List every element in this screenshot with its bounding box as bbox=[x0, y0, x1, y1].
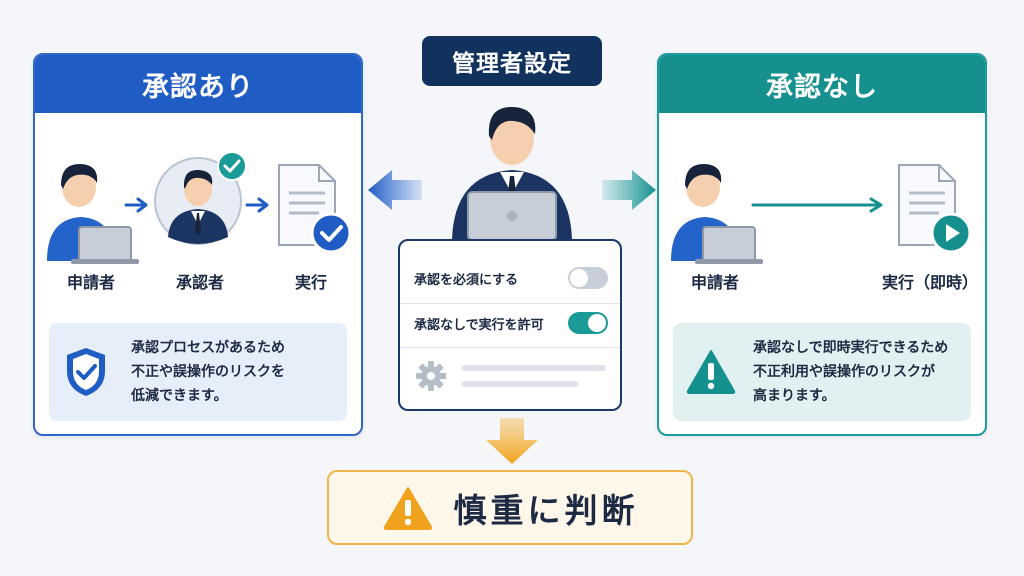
setting-allow-without-approval: 承認なしで実行を許可 bbox=[414, 308, 608, 338]
applicant-icon bbox=[671, 163, 763, 264]
shield-check-icon bbox=[67, 348, 105, 396]
decision-text: 慎重に判断 bbox=[453, 490, 639, 530]
arrow-right-icon bbox=[602, 170, 656, 210]
no-approval-panel: 承認なし 申請者 実行（即時） 承認なしで即時実行できるため 不正利用や誤操作の… bbox=[657, 53, 987, 436]
setting-label: 承認を必須にする bbox=[414, 272, 519, 288]
settings-panel: 承認を必須にする 承認なしで実行を許可 bbox=[398, 239, 622, 411]
arrow-right-icon bbox=[245, 197, 269, 213]
note-line: 承認なしで即時実行できるため bbox=[753, 340, 949, 356]
no-approval-risk-note: 承認なしで即時実行できるため 不正利用や誤操作のリスクが 高まります。 bbox=[673, 323, 971, 421]
warning-icon bbox=[383, 486, 432, 530]
approval-benefit-note: 承認プロセスがあるため 不正や誤操作のリスクを 低減できます。 bbox=[49, 323, 347, 421]
approval-panel-title: 承認あり bbox=[35, 55, 361, 113]
approver-icon bbox=[154, 151, 247, 245]
note-line: 低減できます。 bbox=[131, 388, 228, 404]
step-approver-label: 承認者 bbox=[175, 273, 224, 292]
note-line: 承認プロセスがあるため bbox=[131, 340, 285, 356]
note-line: 不正利用や誤操作のリスクが bbox=[753, 364, 935, 380]
arrow-left-icon bbox=[368, 170, 422, 210]
approval-panel: 承認あり 申請者 承認者 実行 bbox=[33, 53, 363, 436]
note-line: 高まります。 bbox=[753, 388, 836, 404]
document-check-icon bbox=[278, 164, 352, 254]
warning-icon bbox=[686, 350, 736, 394]
step-execute-immediate-label: 実行（即時） bbox=[881, 273, 978, 292]
setting-label: 承認なしで実行を許可 bbox=[414, 317, 544, 333]
applicant-icon bbox=[47, 163, 139, 264]
placeholder-line bbox=[462, 365, 606, 371]
step-applicant-label: 申請者 bbox=[690, 273, 739, 292]
arrow-down-icon bbox=[486, 418, 538, 464]
allow-without-approval-toggle[interactable] bbox=[568, 312, 608, 334]
require-approval-toggle[interactable] bbox=[568, 267, 608, 289]
arrow-right-icon bbox=[124, 197, 148, 213]
step-execute-label: 実行 bbox=[294, 273, 327, 292]
gear-icon[interactable] bbox=[414, 359, 448, 393]
admin-icon bbox=[452, 106, 572, 240]
long-arrow-right-icon bbox=[751, 197, 883, 213]
no-approval-panel-title: 承認なし bbox=[659, 55, 985, 113]
setting-require-approval: 承認を必須にする bbox=[414, 263, 608, 293]
admin-settings-title: 管理者設定 bbox=[422, 36, 602, 86]
placeholder-line bbox=[462, 381, 578, 387]
note-line: 不正や誤操作のリスクを bbox=[131, 364, 285, 380]
decision-callout: 慎重に判断 bbox=[327, 470, 693, 545]
step-applicant-label: 申請者 bbox=[66, 273, 115, 292]
document-play-icon bbox=[898, 164, 972, 254]
